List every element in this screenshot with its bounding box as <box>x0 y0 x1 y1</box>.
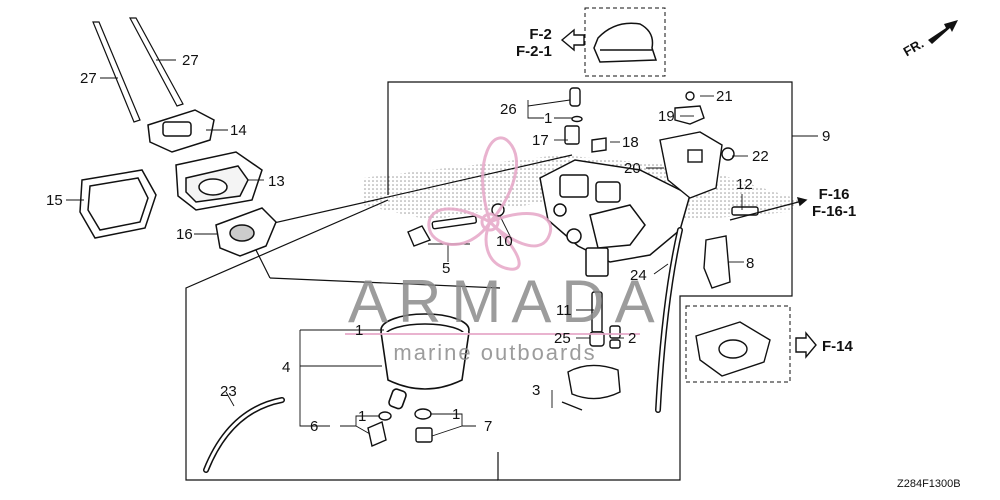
ref-f2-group: F-2 F-2-1 <box>516 26 552 61</box>
ref-boxes <box>584 7 791 383</box>
callout-4[interactable]: 4 <box>282 359 291 376</box>
callout-22[interactable]: 22 <box>752 148 769 165</box>
ref-f2[interactable]: F-2 <box>529 26 552 43</box>
watermark-subtitle: marine outboards <box>393 340 597 365</box>
choke-parts <box>659 91 735 199</box>
bolt-12 <box>731 206 759 216</box>
callout-1-right-washer[interactable]: 1 <box>452 406 461 423</box>
callout-20[interactable]: 20 <box>624 160 641 177</box>
callout-6[interactable]: 6 <box>310 418 319 435</box>
callout-11[interactable]: 11 <box>556 302 572 319</box>
jet-parts <box>589 291 621 349</box>
callout-5[interactable]: 5 <box>442 260 451 277</box>
small-parts-top <box>564 87 607 153</box>
hose-23 <box>203 397 285 473</box>
callout-25[interactable]: 25 <box>554 330 571 347</box>
callout-7[interactable]: 7 <box>484 418 493 435</box>
callout-16[interactable]: 16 <box>176 226 193 243</box>
callout-12[interactable]: 12 <box>736 176 753 193</box>
ref-f16[interactable]: F-16 <box>818 186 850 203</box>
screw-parts <box>407 203 505 247</box>
leader-lines <box>66 59 818 437</box>
float-3 <box>561 364 621 411</box>
callout-10[interactable]: 10 <box>496 233 513 250</box>
ref-f14[interactable]: F-14 <box>822 338 853 355</box>
bottom-fasteners <box>367 408 433 447</box>
carburetor-body <box>539 159 691 277</box>
ref-f16-1[interactable]: F-16-1 <box>812 203 857 221</box>
ref-f2-1[interactable]: F-2-1 <box>516 43 552 61</box>
stud-bolts <box>92 17 184 123</box>
callout-27-right[interactable]: 27 <box>182 52 199 69</box>
cover-part-f2 <box>593 22 658 63</box>
gasket-f14 <box>695 321 771 377</box>
callout-8[interactable]: 8 <box>746 255 755 272</box>
callout-23[interactable]: 23 <box>220 383 237 400</box>
callout-1-left-washer[interactable]: 1 <box>358 408 367 425</box>
watermark-propeller-logo <box>427 136 553 271</box>
callout-21[interactable]: 21 <box>716 88 733 105</box>
front-arrow <box>928 20 958 44</box>
callout-24[interactable]: 24 <box>630 267 647 284</box>
callout-1-chamber[interactable]: 1 <box>355 322 364 339</box>
insulator-13 <box>175 151 263 211</box>
gasket-14 <box>147 109 215 153</box>
callout-19[interactable]: 19 <box>658 108 675 125</box>
callout-2[interactable]: 2 <box>628 330 637 347</box>
callout-13[interactable]: 13 <box>268 173 285 190</box>
callout-14[interactable]: 14 <box>230 122 247 139</box>
diagram-code: Z284F1300B <box>897 478 961 490</box>
callout-9[interactable]: 9 <box>822 128 831 145</box>
callout-27-left[interactable]: 27 <box>80 70 97 87</box>
gasket-15 <box>79 169 157 239</box>
watermark-title: ARMADA <box>348 268 665 335</box>
callout-18[interactable]: 18 <box>622 134 639 151</box>
assembly-frame <box>185 81 793 481</box>
callout-15[interactable]: 15 <box>46 192 63 209</box>
ref-arrows <box>560 28 817 359</box>
callout-3[interactable]: 3 <box>532 382 541 399</box>
gasket-16 <box>215 207 277 257</box>
ref-f16-group: F-16 F-16-1 <box>812 186 856 221</box>
callout-26[interactable]: 26 <box>500 101 517 118</box>
bracket-8 <box>703 235 731 289</box>
callout-1-top[interactable]: 1 <box>544 110 553 127</box>
callout-17[interactable]: 17 <box>532 132 549 149</box>
